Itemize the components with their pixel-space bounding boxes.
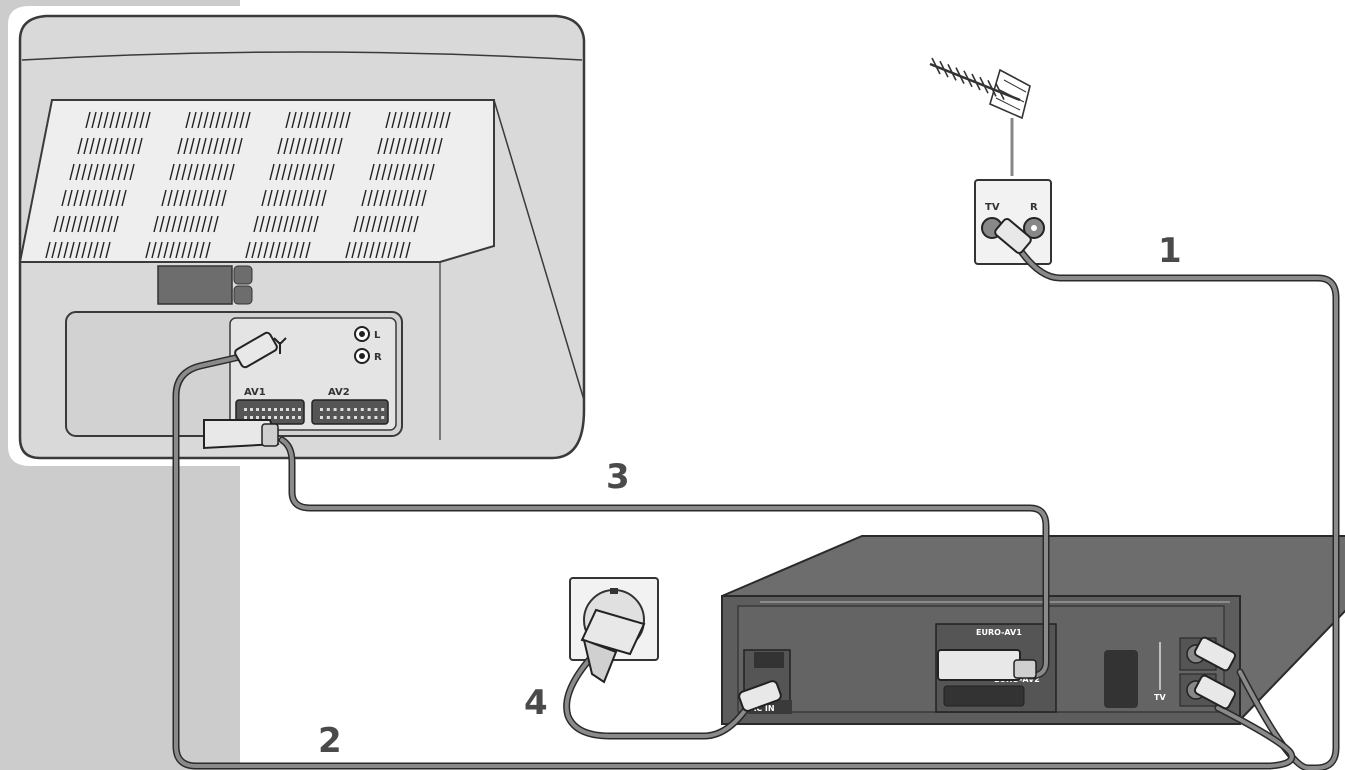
av1-label: AV1: [244, 387, 266, 398]
aerial-symbol-icon: [273, 337, 287, 354]
audio-r-label: R: [374, 352, 382, 363]
scart-plug-tv: [203, 419, 280, 450]
plate-tab-top: [233, 265, 253, 285]
antenna-icon: [929, 57, 1031, 176]
aerial-plug-tv: [234, 331, 278, 369]
mains-plug-recorder: [738, 680, 782, 712]
tv-out-label: TV: [1154, 693, 1166, 702]
rating-plate: [157, 265, 233, 305]
socket-r-label: R: [1030, 202, 1038, 213]
callout-4: 4: [524, 683, 548, 723]
ac-in-label: AC IN: [750, 704, 775, 713]
callout-1: 1: [1158, 231, 1182, 271]
recorder-back: AC IN EURO-AV1 EURO-AV2 TV: [721, 535, 1345, 725]
audio-l-label: L: [374, 330, 381, 341]
socket-tv-label: TV: [985, 202, 1000, 213]
av2-label: AV2: [328, 387, 350, 398]
aerial-plug-wall: [994, 218, 1032, 254]
mains-plug-icon: [580, 608, 646, 684]
euro-av1-label: EURO-AV1: [976, 628, 1022, 637]
scart-plug-recorder: [937, 649, 1037, 681]
euro-av2-socket: [943, 685, 1025, 707]
recorder-rf-plugs: [1193, 636, 1237, 710]
av2-scart-socket: [311, 399, 389, 425]
cables: [172, 246, 1340, 770]
callout-2: 2: [318, 721, 342, 761]
vent-grille: [45, 111, 451, 259]
plate-tab-bottom: [233, 285, 253, 305]
callout-3: 3: [606, 457, 630, 497]
tv-back: L R AV1 AV2: [18, 14, 586, 460]
